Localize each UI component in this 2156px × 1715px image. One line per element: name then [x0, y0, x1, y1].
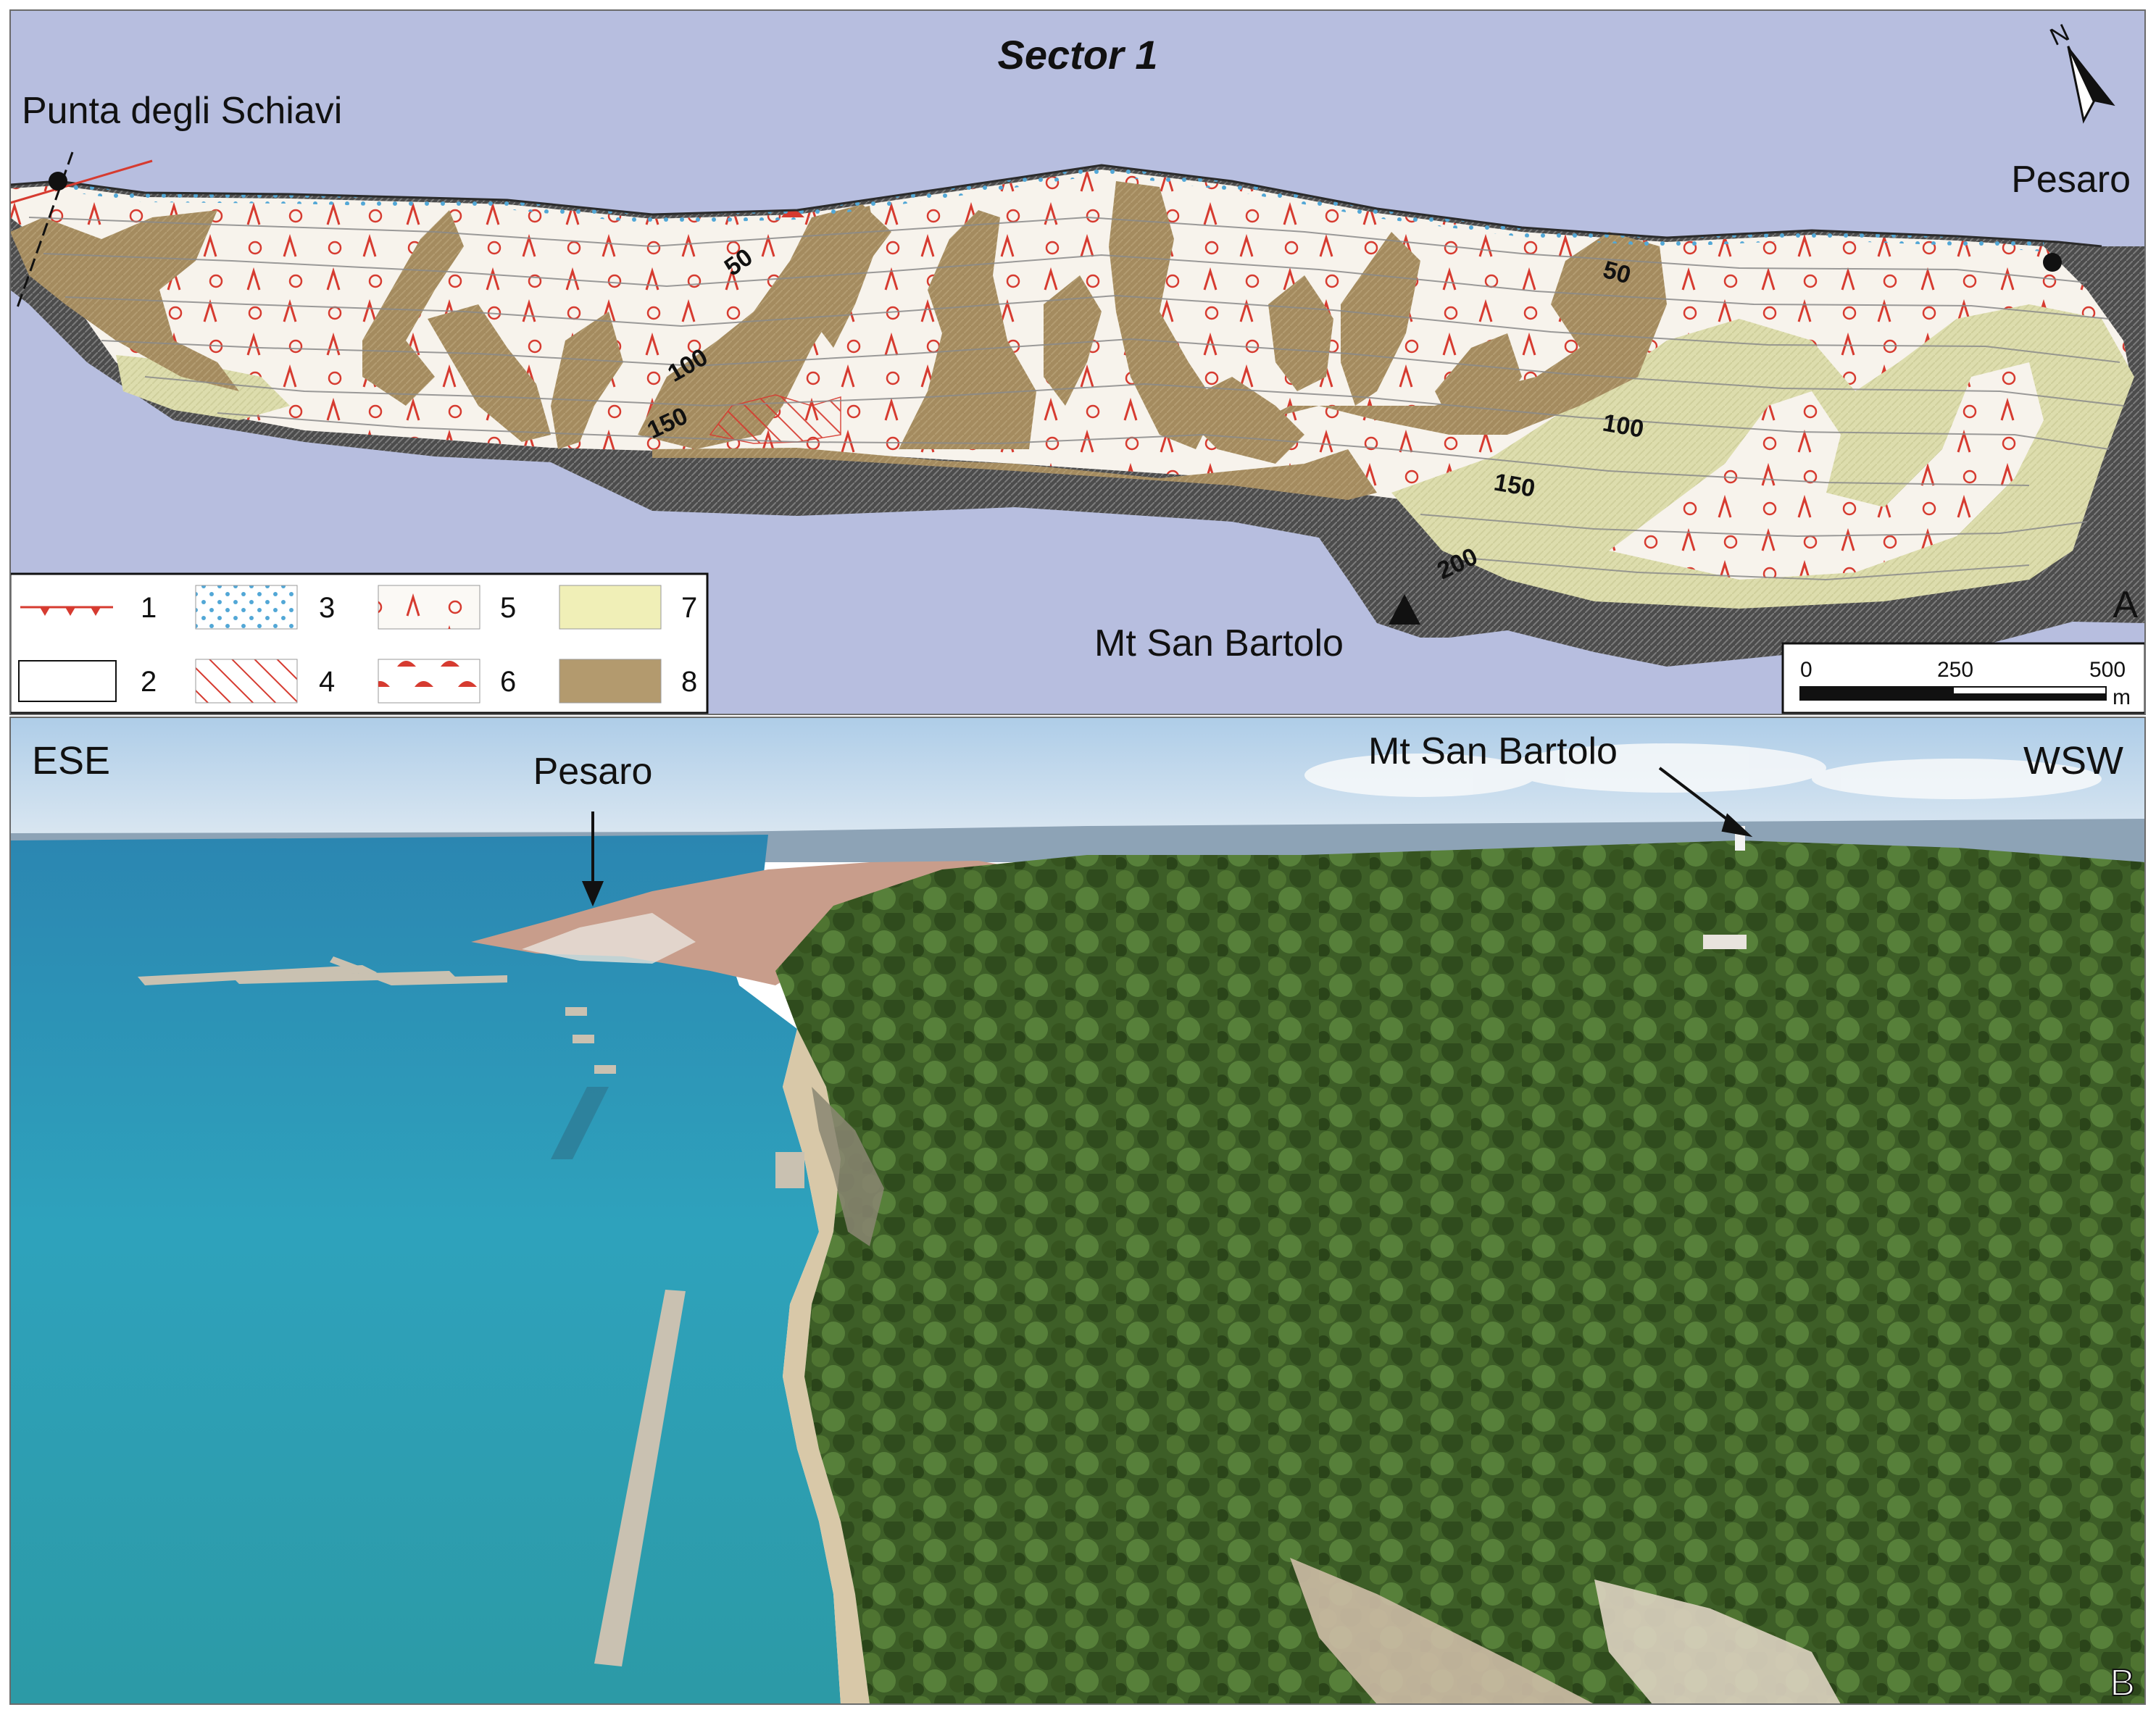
- legend-key-2: 2: [141, 666, 157, 698]
- mt-san-bartolo-marker: [1389, 594, 1420, 625]
- town-highlights: [522, 913, 696, 964]
- legend-item-4: 4: [195, 659, 335, 704]
- scale-bar-segment-white: [1954, 687, 2106, 693]
- bare-ground-2: [1594, 1580, 1841, 1704]
- panel-a-letter: A: [2113, 584, 2138, 626]
- label-direction-wsw: WSW: [2023, 739, 2123, 783]
- arrow-mt-san-bartolo: [1658, 767, 1753, 838]
- label-direction-ese: ESE: [32, 739, 110, 783]
- panel-a-geomorphological-map: Sector 1 Punta degli Schiavi Pesaro Mt S…: [10, 10, 2145, 714]
- panel-a-border: [9, 9, 2146, 715]
- bare-ground: [1290, 1558, 1594, 1704]
- legend-item-8: 8: [559, 659, 697, 704]
- breakwaters: [138, 956, 804, 1666]
- legend-key-1: 1: [141, 592, 157, 624]
- legend-key-3: 3: [319, 592, 335, 624]
- legend-item-7: 7: [559, 585, 697, 630]
- unit8-brown-lobes: [10, 181, 1667, 500]
- legend-item-5: 5: [378, 585, 516, 630]
- legend-key-7: 7: [681, 592, 697, 624]
- scale-unit: m: [2113, 685, 2131, 709]
- scale-tick-500: 500: [2089, 658, 2126, 682]
- legend-item-6: 6: [378, 659, 516, 704]
- forest-headland: [775, 840, 2145, 1704]
- legend-key-4: 4: [319, 666, 335, 698]
- arrow-pesaro: [581, 811, 604, 907]
- label-mt-san-bartolo-map: Mt San Bartolo: [1094, 622, 1344, 664]
- cliff-face: [812, 1087, 884, 1246]
- panel-b-aerial-photo: ESE WSW Pesaro Mt San Bartolo B: [10, 717, 2145, 1704]
- long-groyne: [594, 1290, 686, 1666]
- pesaro-marker: [2043, 253, 2062, 272]
- submerged-reef: [551, 1087, 609, 1159]
- panel-b-border: [9, 717, 2146, 1705]
- clouds: [1304, 743, 2102, 799]
- scale-tick-0: 0: [1800, 658, 1812, 682]
- north-arrow: N: [2046, 19, 2115, 124]
- label-pesaro-photo: Pesaro: [533, 751, 653, 793]
- map-title: Sector 1: [998, 32, 1158, 78]
- contour-lines: [28, 216, 2124, 581]
- scale-bar: 0 250 500 m: [1781, 642, 2145, 714]
- legend-key-8: 8: [681, 666, 697, 698]
- legend-key-6: 6: [500, 666, 516, 698]
- label-pesaro-map: Pesaro: [2011, 159, 2131, 201]
- unit4-hatched-area: [709, 394, 841, 444]
- unit5-inlier-east-symbols: [1609, 362, 2044, 580]
- panel-b-letter: B: [2110, 1662, 2135, 1704]
- legend: 1 2 3 4 5 6: [10, 572, 709, 714]
- unit7-area-west: [116, 355, 290, 420]
- villa-building: [1703, 935, 1747, 949]
- label-punta-degli-schiavi: Punta degli Schiavi: [22, 90, 342, 132]
- legend-item-3: 3: [195, 585, 335, 630]
- coastline: [10, 164, 2102, 248]
- label-mt-san-bartolo-photo: Mt San Bartolo: [1368, 730, 1618, 772]
- legend-item-2: 2: [18, 660, 157, 702]
- legend-item-1: 1: [20, 592, 157, 624]
- scale-tick-250: 250: [1937, 658, 1973, 682]
- legend-key-5: 5: [500, 592, 516, 624]
- punta-degli-schiavi-marker: [10, 151, 153, 312]
- unit3-beach-dots: [57, 164, 2044, 251]
